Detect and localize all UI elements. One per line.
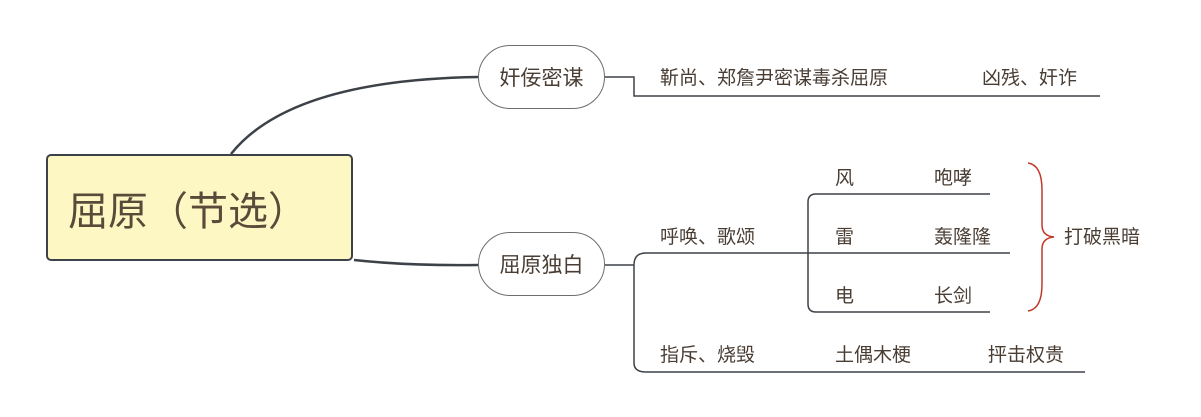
subtopic-thunder[interactable]: 雷 (835, 226, 855, 248)
topic-monologue[interactable]: 屈原独白 (478, 232, 605, 296)
connector-root-topic1 (230, 75, 479, 155)
subtopic-sword[interactable]: 长剑 (934, 285, 973, 307)
subtopic-clay-idol[interactable]: 土偶木梗 (835, 344, 912, 366)
subtopic-lightning[interactable]: 电 (835, 285, 855, 307)
subtopic-denounce-burn[interactable]: 指斥、烧毁 (660, 344, 756, 366)
subtopic-roar[interactable]: 咆哮 (934, 167, 973, 189)
subtopic-rumble[interactable]: 轰隆隆 (934, 226, 992, 248)
connector-wind (807, 193, 990, 253)
summary-brace (1027, 162, 1055, 312)
subtopic-attack-nobles[interactable]: 抨击权贵 (988, 344, 1065, 366)
subtopic-wind[interactable]: 风 (835, 167, 855, 189)
subtopic-plot[interactable]: 靳尚、郑詹尹密谋毒杀屈原 (660, 67, 889, 89)
connector-root-topic2 (353, 258, 479, 267)
root-topic-label: 屈原（节选） (68, 188, 308, 235)
topic-label: 奸佞密谋 (499, 66, 584, 90)
topic-label: 屈原独白 (499, 253, 584, 277)
connector-lightning (807, 253, 990, 313)
summary-break-darkness[interactable]: 打破黑暗 (1064, 226, 1141, 248)
subtopic-call-praise[interactable]: 呼唤、歌颂 (660, 226, 756, 248)
topic-conspiracy[interactable]: 奸佞密谋 (478, 45, 605, 109)
connector-topic2-vertical (633, 252, 1085, 373)
subtopic-cruel[interactable]: 凶残、奸诈 (982, 67, 1078, 89)
root-topic[interactable]: 屈原（节选） (46, 154, 353, 261)
connector-topic1-child (605, 76, 1100, 97)
